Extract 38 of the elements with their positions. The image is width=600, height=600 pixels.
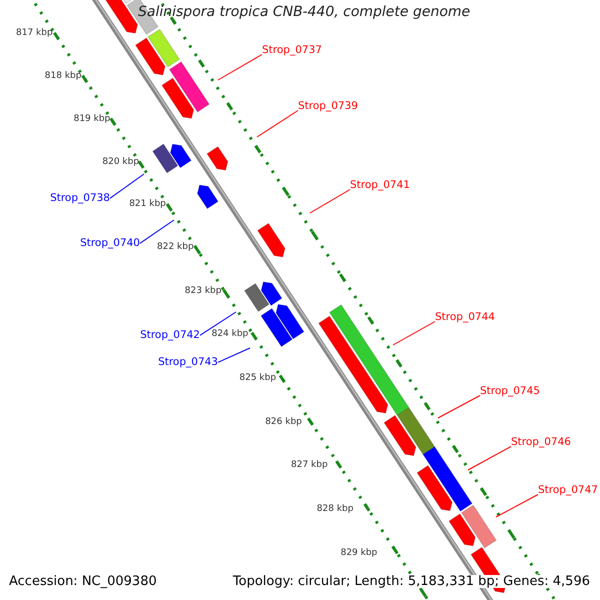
scale-label: 825 kbp [239,374,276,383]
gene-label: Strop_0742 [140,330,200,340]
gene-label: Strop_0740 [80,238,140,248]
leader-line [218,54,262,80]
gene-label: Strop_0738 [50,193,110,204]
leader-line [256,110,298,138]
scale-label: 818 kbp [44,72,82,81]
scale-label: 823 kbp [184,287,222,296]
leader-line [438,395,480,418]
scale-label: 822 kbp [157,243,194,252]
leader-line [468,446,512,470]
scale-label: 826 kbp [265,418,302,427]
gene-label: Strop_0741 [350,180,410,190]
accession-text: Accession: NC_009380 [9,575,157,588]
scale-label: 829 kbp [340,549,378,558]
title: Salinispora tropica CNB-440, complete genome [138,5,470,19]
leader-line [140,220,174,244]
leader-line [392,321,436,346]
gene-label: Strop_0746 [511,437,571,448]
scale-label: 821 kbp [129,200,166,209]
scale-label: 827 kbp [291,461,328,470]
scale-label: 824 kbp [212,330,248,339]
gene-label: Strop_0744 [435,312,495,322]
gene-label: Strop_0743 [158,357,218,368]
leader-line [496,494,538,518]
leader-line [200,312,236,336]
leader-line [218,348,250,363]
scale-label: 817 kbp [16,29,53,38]
scale-label: 819 kbp [74,115,110,124]
leader-line [310,189,350,214]
gene-label: Strop_0745 [480,386,540,396]
gene-label: Strop_0739 [298,101,358,112]
gene-label: Strop_0747 [538,485,598,496]
scale-label: 820 kbp [102,158,140,167]
leader-line [110,174,144,199]
gene-label: Strop_0737 [262,45,322,56]
genome-info-text: Topology: circular; Length: 5,183,331 bp; Genes: 4,596 [232,575,590,588]
scale-label: 828 kbp [316,505,354,514]
